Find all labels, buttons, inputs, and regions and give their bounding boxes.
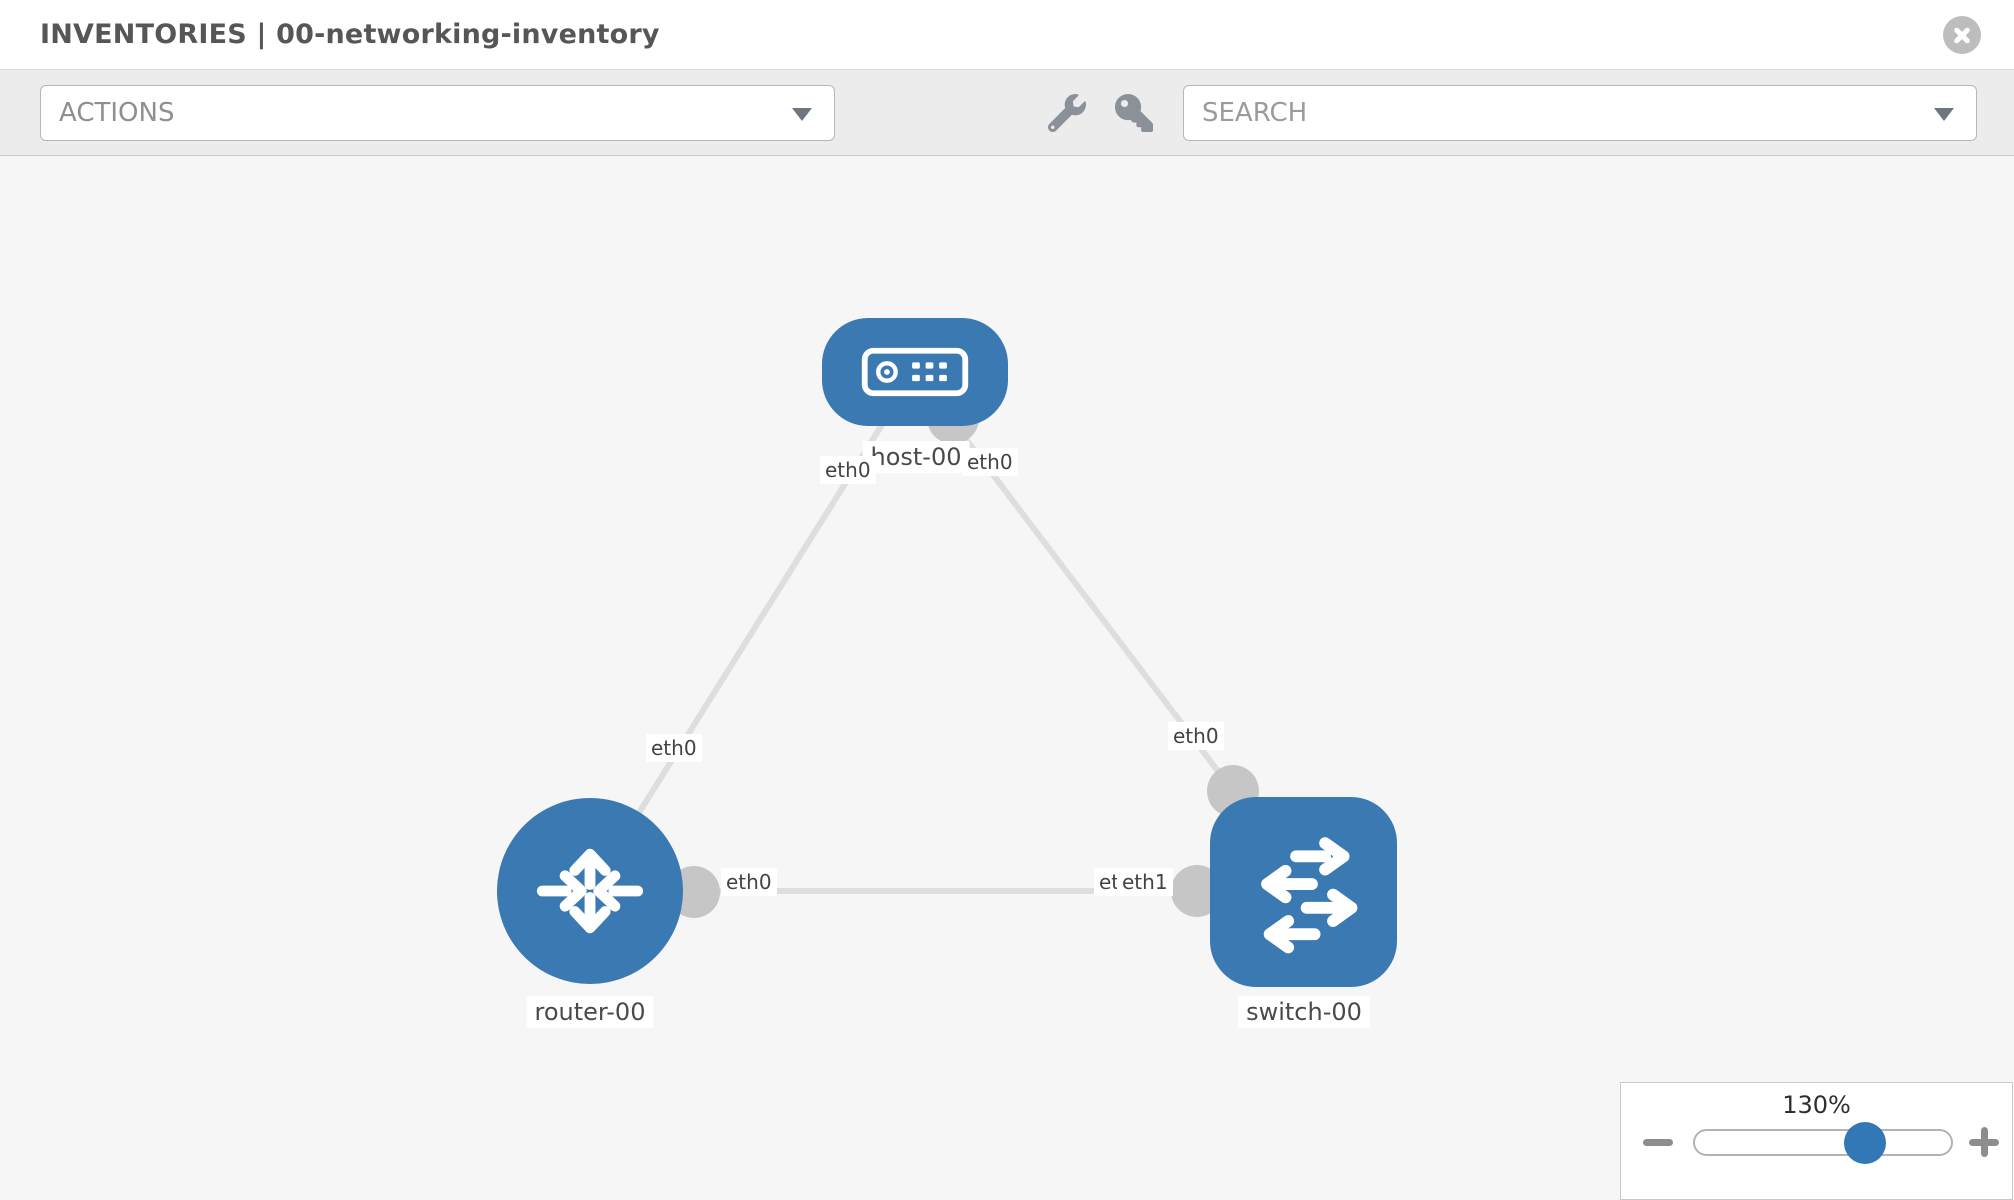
node-switch-00[interactable] xyxy=(1210,797,1397,987)
iface-label-switch-top: eth0 xyxy=(1168,722,1224,750)
header: INVENTORIES | 00-networking-inventory xyxy=(0,0,2014,70)
node-router-00[interactable] xyxy=(497,798,683,984)
tools-button[interactable] xyxy=(1047,94,1086,133)
page-title: INVENTORIES | 00-networking-inventory xyxy=(40,19,660,50)
credentials-button[interactable] xyxy=(1115,94,1153,132)
iface-label-router-right: eth0 xyxy=(721,868,777,896)
chevron-down-icon xyxy=(1934,108,1954,121)
search-placeholder: SEARCH xyxy=(1202,98,1308,128)
key-icon xyxy=(1115,94,1153,132)
close-button[interactable] xyxy=(1943,16,1981,54)
iface-label-host-right: eth0 xyxy=(962,448,1018,476)
node-label-switch: switch-00 xyxy=(1238,996,1370,1028)
plus-icon xyxy=(1980,1127,1988,1157)
wrench-icon xyxy=(1047,94,1086,133)
actions-dropdown-label: ACTIONS xyxy=(59,98,175,128)
node-host-00[interactable] xyxy=(822,318,1008,426)
zoom-slider-track[interactable] xyxy=(1693,1129,1953,1156)
actions-dropdown[interactable]: ACTIONS xyxy=(40,85,835,141)
switch-icon xyxy=(1260,837,1357,954)
chevron-down-icon xyxy=(792,108,812,121)
node-label-host: host-00 xyxy=(862,441,970,473)
iface-label-host-left: eth0 xyxy=(820,456,876,484)
zoom-slider-handle[interactable] xyxy=(1844,1122,1886,1164)
search-dropdown[interactable]: SEARCH xyxy=(1183,85,1977,141)
toolbar: ACTIONS SEARCH xyxy=(0,70,2014,156)
iface-label-router-top: eth0 xyxy=(646,734,702,762)
zoom-out-button[interactable] xyxy=(1643,1139,1673,1146)
host-icon xyxy=(861,347,969,397)
links-layer xyxy=(587,370,1236,894)
iface-label-switch-left-eth1: eth1 xyxy=(1117,868,1173,896)
zoom-control-panel: 130% xyxy=(1620,1082,2013,1200)
router-icon xyxy=(536,848,644,934)
zoom-level: 130% xyxy=(1782,1091,1851,1119)
zoom-in-button[interactable] xyxy=(1969,1127,1999,1157)
node-label-router: router-00 xyxy=(526,996,654,1028)
topology-canvas[interactable]: host-00 router-00 switch-00 eth0 eth0 et… xyxy=(0,156,2014,1200)
